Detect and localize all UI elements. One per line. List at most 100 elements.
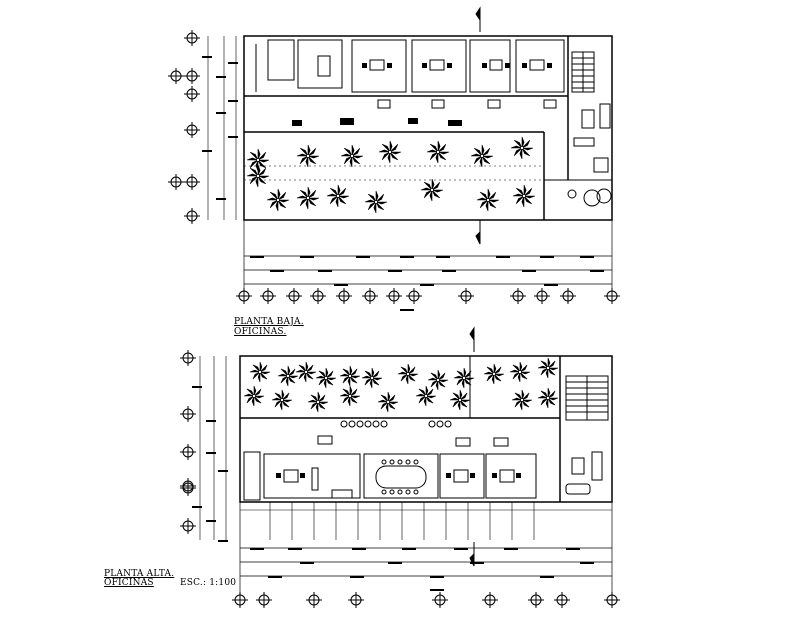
axis-bubble-icon <box>604 288 620 304</box>
stair-icon <box>571 51 595 93</box>
drawing-scale: ESC.: 1:100 <box>180 578 237 588</box>
palm-tree-icon <box>339 365 361 387</box>
palm-tree-icon <box>295 361 317 383</box>
axis-bubble-icon <box>406 288 422 304</box>
axis-bubble-icon <box>184 30 200 46</box>
reception-desk <box>317 435 509 447</box>
desk-icon <box>317 55 545 77</box>
palm-tree-icon <box>277 365 299 387</box>
waiting-chairs <box>340 420 452 428</box>
axis-bubble-icon <box>286 288 302 304</box>
ground-floor-outline <box>243 35 613 221</box>
axis-bubble-icon <box>348 592 364 608</box>
reception-desk <box>377 99 557 109</box>
palm-tree-icon <box>246 164 270 188</box>
office-room <box>263 453 361 499</box>
desk-icon <box>283 469 515 483</box>
ground-floor-title: PLANTA BAJA. <box>234 317 304 327</box>
north-arrow-icon <box>475 6 481 245</box>
chair-icon <box>276 473 521 478</box>
car-icon <box>567 188 612 207</box>
axis-bubble-icon <box>256 592 272 608</box>
pergola-lines <box>240 502 612 540</box>
axis-bubble-icon <box>232 592 248 608</box>
axis-bubble-icon <box>180 518 196 534</box>
axis-bubble-icon <box>184 68 200 84</box>
palm-tree-icon <box>470 144 494 168</box>
meeting-room <box>363 453 439 499</box>
palm-tree-icon <box>340 144 364 168</box>
palm-tree-icon <box>476 188 500 212</box>
axis-bubble-icon <box>604 592 620 608</box>
axis-bubble-icon <box>534 288 550 304</box>
axis-bubble-icon <box>184 122 200 138</box>
palm-tree-icon <box>483 363 505 385</box>
upper-floor-plan <box>239 326 613 596</box>
car-icon <box>565 483 591 495</box>
axis-bubble-icon <box>432 592 448 608</box>
office-room <box>515 39 565 93</box>
axis-bubble-icon <box>184 174 200 190</box>
axis-bubble-icon <box>482 592 498 608</box>
palm-tree-icon <box>510 136 534 160</box>
axis-bubble-icon <box>180 350 196 366</box>
palm-tree-icon <box>511 389 533 411</box>
palm-tree-icon <box>326 184 350 208</box>
axis-bubble-icon <box>386 288 402 304</box>
axis-bubble-icon <box>168 174 184 190</box>
axis-bubble-icon <box>458 288 474 304</box>
palm-tree-icon <box>271 389 293 411</box>
axis-bubble-icon <box>554 592 570 608</box>
upper-floor-title: PLANTA ALTA. <box>104 569 175 579</box>
axis-bubbles <box>168 30 620 608</box>
north-arrow-icon <box>469 326 475 567</box>
restroom <box>267 39 295 81</box>
palm-tree-icon <box>339 385 361 407</box>
axis-bubble-icon <box>510 288 526 304</box>
office-room <box>439 453 485 499</box>
restroom <box>297 39 343 89</box>
palm-tree-icon <box>296 186 320 210</box>
palm-tree-icon <box>537 387 559 409</box>
ground-floor-subtitle: OFICINAS. <box>234 327 287 337</box>
palm-tree-icon <box>296 144 320 168</box>
axis-bubble-icon <box>260 288 276 304</box>
axis-bubble-icon <box>180 478 196 494</box>
palm-tree-icon <box>449 389 471 411</box>
palm-tree-icon <box>537 357 559 379</box>
garden-trees <box>243 357 559 413</box>
palm-tree-icon <box>315 367 337 389</box>
axis-bubble-icon <box>362 288 378 304</box>
palm-tree-icon <box>377 391 399 413</box>
office-room <box>351 39 407 93</box>
axis-bubble-icon <box>184 86 200 102</box>
palm-tree-icon <box>246 148 270 172</box>
office-room <box>411 39 467 93</box>
ground-floor-plan <box>243 6 613 300</box>
axis-bubble-icon <box>306 592 322 608</box>
chair-icon <box>292 63 552 126</box>
axis-bubble-icon <box>184 208 200 224</box>
palm-tree-icon <box>307 391 329 413</box>
palm-tree-icon <box>420 178 444 202</box>
palm-tree-icon <box>243 385 265 407</box>
palm-tree-icon <box>415 385 437 407</box>
axis-bubble-icon <box>528 592 544 608</box>
axis-bubble-icon <box>336 288 352 304</box>
axis-bubble-icon <box>180 444 196 460</box>
palm-tree-icon <box>378 140 402 164</box>
dimension-ticks <box>192 36 604 591</box>
sofa-icon <box>311 467 353 499</box>
palm-tree-icon <box>512 184 536 208</box>
palm-tree-icon <box>453 367 475 389</box>
palm-tree-icon <box>361 367 383 389</box>
palm-tree-icon <box>397 363 419 385</box>
palm-tree-icon <box>427 369 449 391</box>
stair-icon <box>565 375 609 421</box>
office-room <box>485 453 537 499</box>
axis-bubble-icon <box>180 406 196 422</box>
upper-floor-subtitle: OFICINAS <box>104 578 154 588</box>
axis-bubble-icon <box>236 288 252 304</box>
axis-bubble-icon <box>560 288 576 304</box>
